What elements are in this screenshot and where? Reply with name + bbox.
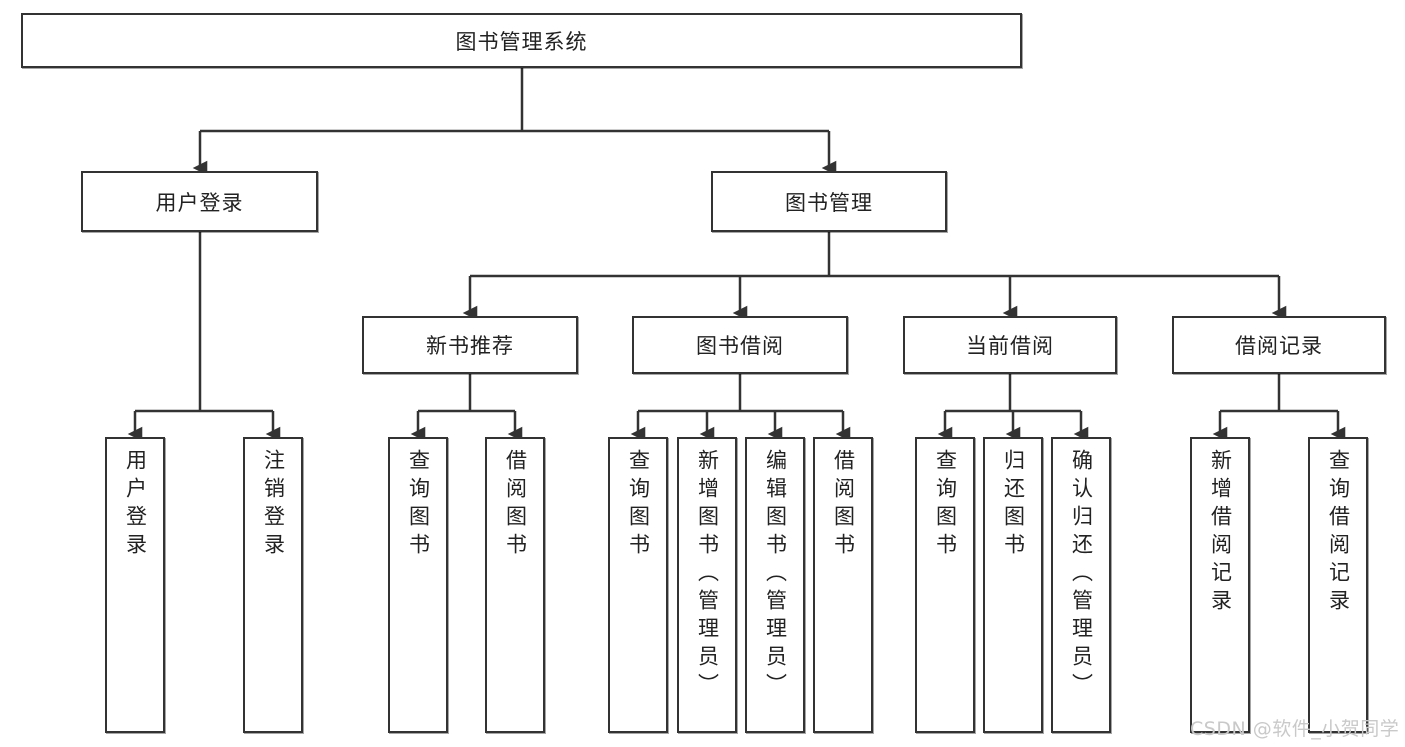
node-label: 新增借阅记录 [1208, 449, 1233, 617]
node-leaf_user_login[interactable]: 用户登录 [105, 437, 165, 733]
node-label: 图书管理 [785, 190, 873, 215]
node-new_book_rec[interactable]: 新书推荐 [362, 316, 578, 374]
node-leaf_query_rec[interactable]: 查询借阅记录 [1308, 437, 1368, 733]
node-leaf_borrow_a[interactable]: 借阅图书 [485, 437, 545, 733]
node-label: 借阅记录 [1235, 334, 1323, 358]
node-label: 新书推荐 [426, 334, 514, 358]
node-label: 新增图书（管理员） [695, 449, 720, 701]
node-leaf_q_book_c[interactable]: 查询图书 [915, 437, 975, 733]
node-label: 查询图书 [626, 449, 651, 561]
node-leaf_logout[interactable]: 注销登录 [243, 437, 303, 733]
node-leaf_conf_ret[interactable]: 确认归还（管理员） [1051, 437, 1111, 733]
node-label: 图书借阅 [696, 334, 784, 358]
edge-group [127, 68, 1346, 442]
node-current_borrow[interactable]: 当前借阅 [903, 316, 1117, 374]
node-leaf_edit_book[interactable]: 编辑图书（管理员） [745, 437, 805, 733]
node-leaf_return[interactable]: 归还图书 [983, 437, 1043, 733]
node-label: 编辑图书（管理员） [763, 449, 788, 701]
node-label: 查询图书 [406, 449, 431, 561]
node-leaf_q_book_b[interactable]: 查询图书 [608, 437, 668, 733]
node-leaf_add_book[interactable]: 新增图书（管理员） [677, 437, 737, 733]
node-label: 用户登录 [155, 190, 244, 215]
node-label: 借阅图书 [503, 449, 528, 561]
node-label: 当前借阅 [966, 334, 1054, 358]
node-leaf_q_book_a[interactable]: 查询图书 [388, 437, 448, 733]
node-label: 注销登录 [261, 449, 286, 561]
node-label: 归还图书 [1001, 449, 1026, 561]
node-borrow_record[interactable]: 借阅记录 [1172, 316, 1386, 374]
node-label: 查询图书 [933, 449, 958, 561]
node-leaf_borrow_b[interactable]: 借阅图书 [813, 437, 873, 733]
node-label: 图书管理系统 [455, 29, 588, 54]
node-root[interactable]: 图书管理系统 [21, 13, 1022, 68]
node-label: 确认归还（管理员） [1069, 449, 1094, 701]
node-label: 用户登录 [123, 449, 148, 561]
node-user_login[interactable]: 用户登录 [81, 171, 318, 232]
node-book_manage[interactable]: 图书管理 [711, 171, 947, 232]
node-book_borrow[interactable]: 图书借阅 [632, 316, 848, 374]
node-label: 查询借阅记录 [1326, 449, 1351, 617]
node-label: 借阅图书 [831, 449, 856, 561]
node-leaf_add_rec[interactable]: 新增借阅记录 [1190, 437, 1250, 733]
